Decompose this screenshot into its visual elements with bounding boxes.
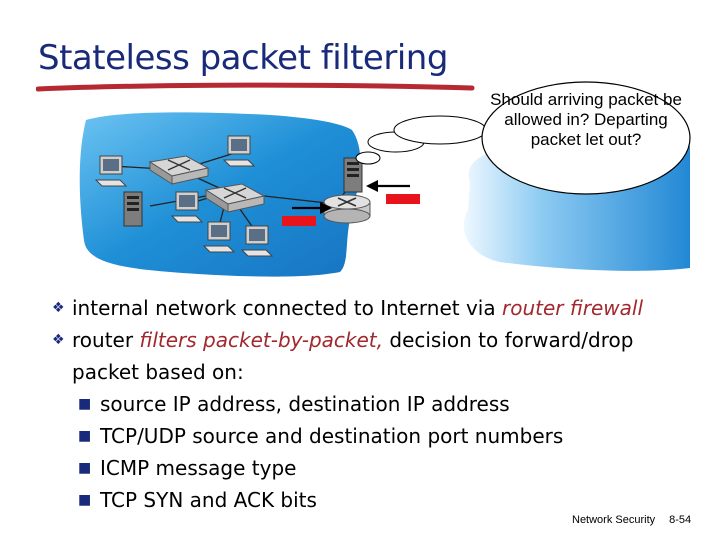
bullet-list: ❖ internal network connected to Internet… — [52, 292, 692, 516]
host-computer-icon — [240, 225, 274, 257]
switch-icon — [148, 155, 210, 185]
square-bullet-icon: ■ — [78, 460, 92, 476]
network-diagram — [79, 81, 691, 277]
callout-bubble — [481, 81, 691, 195]
arriving-packet — [386, 194, 420, 204]
title-underline — [36, 82, 475, 92]
bullet-item: ❖ router filters packet-by-packet, decis… — [52, 324, 692, 388]
emphasis-text: router firewall — [501, 296, 644, 320]
departing-packet — [282, 216, 316, 226]
sub-bullet-item: ■ source IP address, destination IP addr… — [52, 388, 692, 420]
host-computer-icon — [202, 221, 236, 253]
square-bullet-icon: ■ — [78, 428, 92, 444]
sub-bullet-item: ■ TCP SYN and ACK bits — [52, 484, 692, 516]
slide-title: Stateless packet filtering — [38, 38, 448, 78]
host-computer-icon — [94, 155, 128, 187]
bullet-marker-icon: ❖ — [52, 332, 65, 348]
host-computer-icon — [170, 191, 204, 223]
square-bullet-icon: ■ — [78, 492, 92, 508]
bullet-marker-icon: ❖ — [52, 300, 65, 316]
sub-bullet-item: ■ TCP/UDP source and destination port nu… — [52, 420, 692, 452]
server-icon — [343, 157, 363, 193]
emphasis-text: filters packet-by-packet, — [139, 328, 384, 352]
footer-label: Network Security — [572, 514, 656, 526]
host-computer-icon — [222, 135, 256, 167]
callout-text: Should arriving packet be allowed in? De… — [490, 90, 682, 149]
page-number: 8-54 — [669, 514, 692, 526]
slide-footer: Network Security 8-54 — [572, 514, 691, 526]
thought-bubble-large — [393, 115, 487, 145]
router-firewall-icon — [323, 194, 371, 224]
switch-icon — [204, 183, 266, 213]
sub-bullet-item: ■ ICMP message type — [52, 452, 692, 484]
server-icon — [123, 191, 143, 227]
bullet-item: ❖ internal network connected to Internet… — [52, 292, 692, 324]
thought-bubble-small — [355, 151, 381, 165]
square-bullet-icon: ■ — [78, 396, 92, 412]
